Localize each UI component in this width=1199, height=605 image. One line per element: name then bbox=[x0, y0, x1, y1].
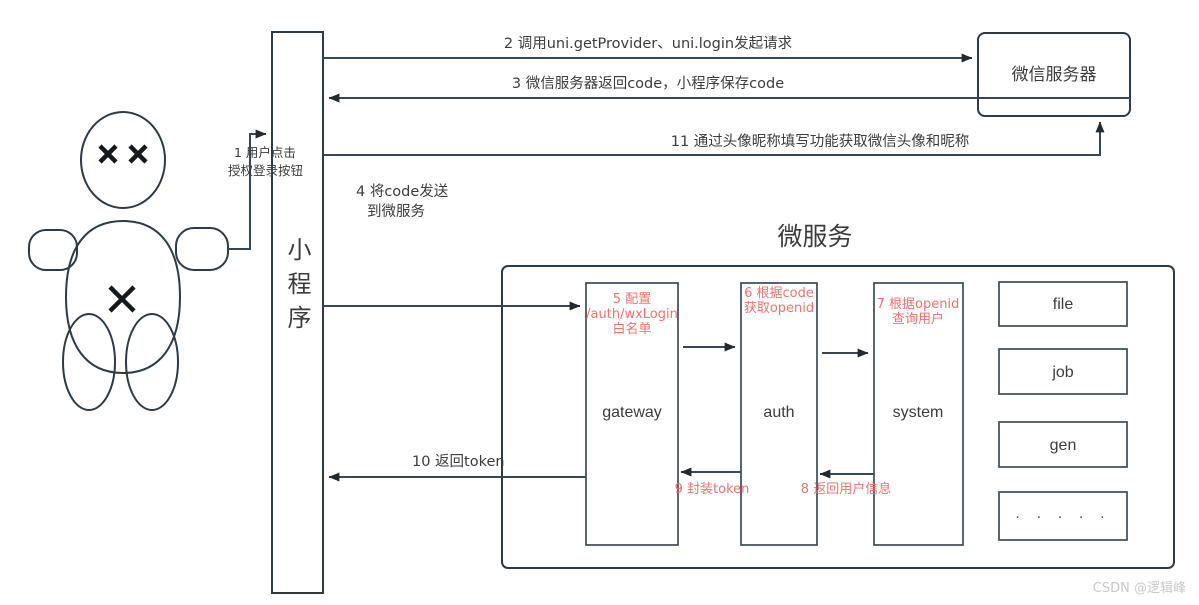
step-2-label: 2 调用uni.getProvider、uni.login发起请求 bbox=[504, 35, 793, 52]
step-10-label: 10 返回token bbox=[412, 453, 505, 470]
node-system-label: system bbox=[893, 404, 944, 421]
step-5-label-line2: /auth/wxLogin bbox=[586, 307, 678, 322]
step-5-label-line3: 白名单 bbox=[612, 321, 651, 337]
user-actor-figure bbox=[28, 111, 229, 411]
node-job-label: job bbox=[1051, 364, 1073, 381]
step-3-label: 3 微信服务器返回code，小程序保存code bbox=[512, 75, 784, 92]
node-job[interactable] bbox=[998, 348, 1128, 395]
step-9-label: 9 封装token bbox=[675, 482, 750, 497]
step-5-label-line1: 5 配置 bbox=[613, 292, 651, 307]
actor-eyes-icon bbox=[98, 144, 148, 164]
node-wechat-server[interactable] bbox=[977, 32, 1131, 117]
step-6-label-line1: 6 根据code bbox=[744, 286, 814, 301]
actor-right-arm bbox=[175, 227, 229, 271]
node-more[interactable] bbox=[998, 491, 1128, 541]
node-file[interactable] bbox=[998, 281, 1128, 327]
actor-chest-mark-icon bbox=[108, 285, 136, 313]
node-wechat-server-label: 微信服务器 bbox=[1012, 65, 1097, 85]
node-miniprogram-label-char1: 小程序 bbox=[283, 237, 311, 339]
node-gateway[interactable] bbox=[585, 282, 679, 546]
actor-torso bbox=[64, 219, 182, 375]
step-8-label: 8 返回用户信息 bbox=[801, 481, 891, 497]
step-7-label-line1: 7 根据openid bbox=[877, 297, 960, 312]
step-11-label: 11 通过头像昵称填写功能获取微信头像和昵称 bbox=[671, 133, 970, 150]
step-1-label-line1: 1 用户点击 bbox=[234, 145, 296, 160]
node-miniprogram[interactable] bbox=[271, 31, 324, 594]
arrow-step-1 bbox=[228, 129, 267, 250]
node-file-label: file bbox=[1053, 296, 1074, 313]
node-auth-label: auth bbox=[763, 404, 794, 421]
arrow-step-11 bbox=[323, 121, 1105, 156]
actor-right-leg bbox=[125, 313, 179, 411]
actor-left-leg bbox=[62, 313, 116, 411]
node-system[interactable] bbox=[873, 282, 964, 546]
node-more-label: · · · · · bbox=[1015, 508, 1111, 525]
node-auth[interactable] bbox=[740, 282, 818, 546]
actor-left-arm bbox=[28, 229, 78, 271]
step-6-label-line2: 获取openid bbox=[744, 301, 814, 316]
actor-head bbox=[80, 111, 166, 209]
watermark-label: CSDN @逻辑峰 bbox=[1093, 581, 1186, 596]
node-gen-label: gen bbox=[1050, 437, 1077, 454]
step-1-label-line2: 授权登录按钮 bbox=[228, 163, 303, 178]
node-gateway-label: gateway bbox=[602, 404, 662, 421]
step-4-label-line2: 到微服务 bbox=[367, 203, 425, 220]
step-7-label-line2: 查询用户 bbox=[892, 311, 944, 327]
node-gen[interactable] bbox=[998, 421, 1128, 468]
microservice-title: 微服务 bbox=[777, 222, 852, 251]
step-4-label-line1: 4 将code发送 bbox=[356, 183, 449, 200]
